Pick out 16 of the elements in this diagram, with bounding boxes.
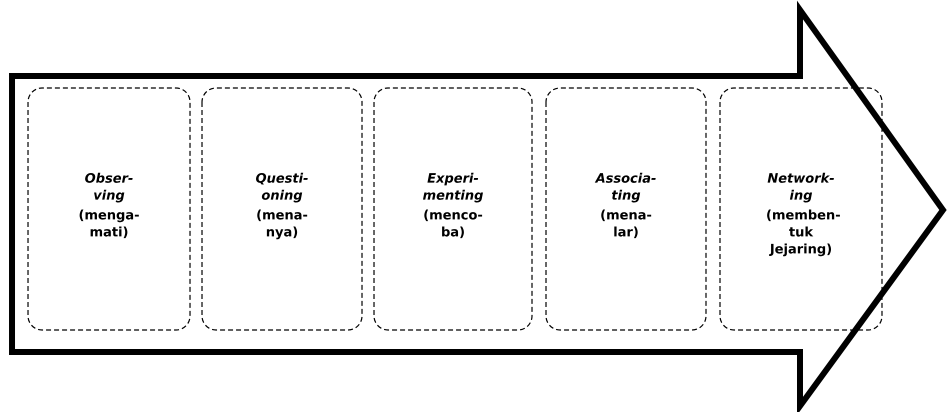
step-label: Experi-menting (423, 172, 483, 202)
step-label: Obser-ving (85, 172, 133, 202)
step-box (719, 87, 883, 331)
step-label: (mena-nya) (257, 210, 308, 240)
step-box (27, 87, 191, 331)
step-label: (menga-mati) (80, 210, 139, 238)
arrow-shape (9, 0, 947, 412)
step-label: Network-ing (768, 172, 834, 202)
step-box (545, 87, 707, 331)
step-label: (menco-ba) (424, 210, 482, 238)
step-label: Questi-oning (256, 172, 308, 202)
step-label: (memben-tuk Jejaring) (767, 210, 840, 256)
step-box (201, 87, 363, 331)
step-box (373, 87, 533, 331)
step-label: (mena-lar) (601, 210, 652, 238)
step-label: Associa-ting (594, 172, 656, 202)
